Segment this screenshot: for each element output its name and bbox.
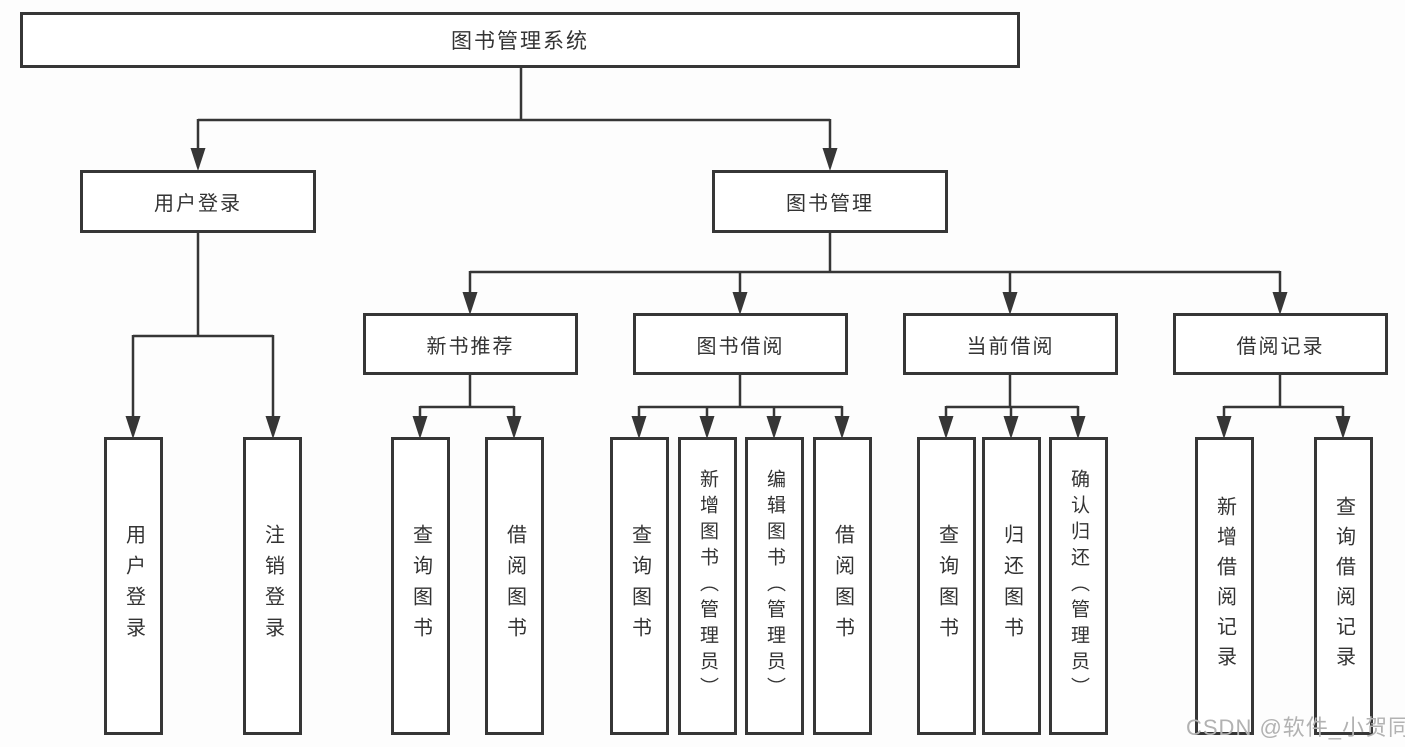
node-new-book-recommendation: 新书推荐	[363, 313, 578, 375]
leaf-logout-login: 注销登录	[243, 437, 302, 735]
leaf-user-login: 用户登录	[104, 437, 163, 735]
node-book-management: 图书管理	[712, 170, 948, 233]
csdn-watermark: CSDN @软件_小贺同学	[1186, 715, 1405, 740]
leaf-query-books-borrow: 查询图书	[610, 437, 669, 735]
leaf-return-books-label: 归还图书	[1000, 524, 1023, 648]
node-book-borrowing: 图书借阅	[633, 313, 848, 375]
leaf-add-borrow-record: 新增借阅记录	[1195, 437, 1254, 735]
leaf-query-borrow-record: 查询借阅记录	[1314, 437, 1373, 735]
leaf-add-borrow-record-label: 新增借阅记录	[1213, 496, 1236, 676]
leaf-query-books-recommend-label: 查询图书	[409, 524, 432, 648]
leaf-add-books-admin-label: 新增图书（管理员）	[697, 469, 718, 703]
leaf-borrow-books-recommend-label: 借阅图书	[503, 524, 526, 648]
leaf-query-books-recommend: 查询图书	[391, 437, 450, 735]
leaf-query-books-current: 查询图书	[917, 437, 976, 735]
leaf-borrow-books-borrow-label: 借阅图书	[831, 524, 854, 648]
leaf-edit-books-admin-label: 编辑图书（管理员）	[764, 469, 785, 703]
node-user-login: 用户登录	[80, 170, 316, 233]
leaf-query-borrow-record-label: 查询借阅记录	[1332, 496, 1355, 676]
leaf-confirm-return-admin: 确认归还（管理员）	[1049, 437, 1108, 735]
leaf-confirm-return-admin-label: 确认归还（管理员）	[1068, 469, 1089, 703]
node-borrow-records: 借阅记录	[1173, 313, 1388, 375]
leaf-add-books-admin: 新增图书（管理员）	[678, 437, 737, 735]
leaf-logout-login-label: 注销登录	[261, 524, 284, 648]
leaf-borrow-books-borrow: 借阅图书	[813, 437, 872, 735]
node-root: 图书管理系统	[20, 12, 1020, 68]
leaf-edit-books-admin: 编辑图书（管理员）	[745, 437, 804, 735]
leaf-return-books: 归还图书	[982, 437, 1041, 735]
leaf-borrow-books-recommend: 借阅图书	[485, 437, 544, 735]
node-current-borrowing: 当前借阅	[903, 313, 1118, 375]
arrowheads	[125, 148, 1351, 439]
leaf-query-books-borrow-label: 查询图书	[628, 524, 651, 648]
leaf-query-books-current-label: 查询图书	[935, 524, 958, 648]
leaf-user-login-label: 用户登录	[122, 524, 145, 648]
